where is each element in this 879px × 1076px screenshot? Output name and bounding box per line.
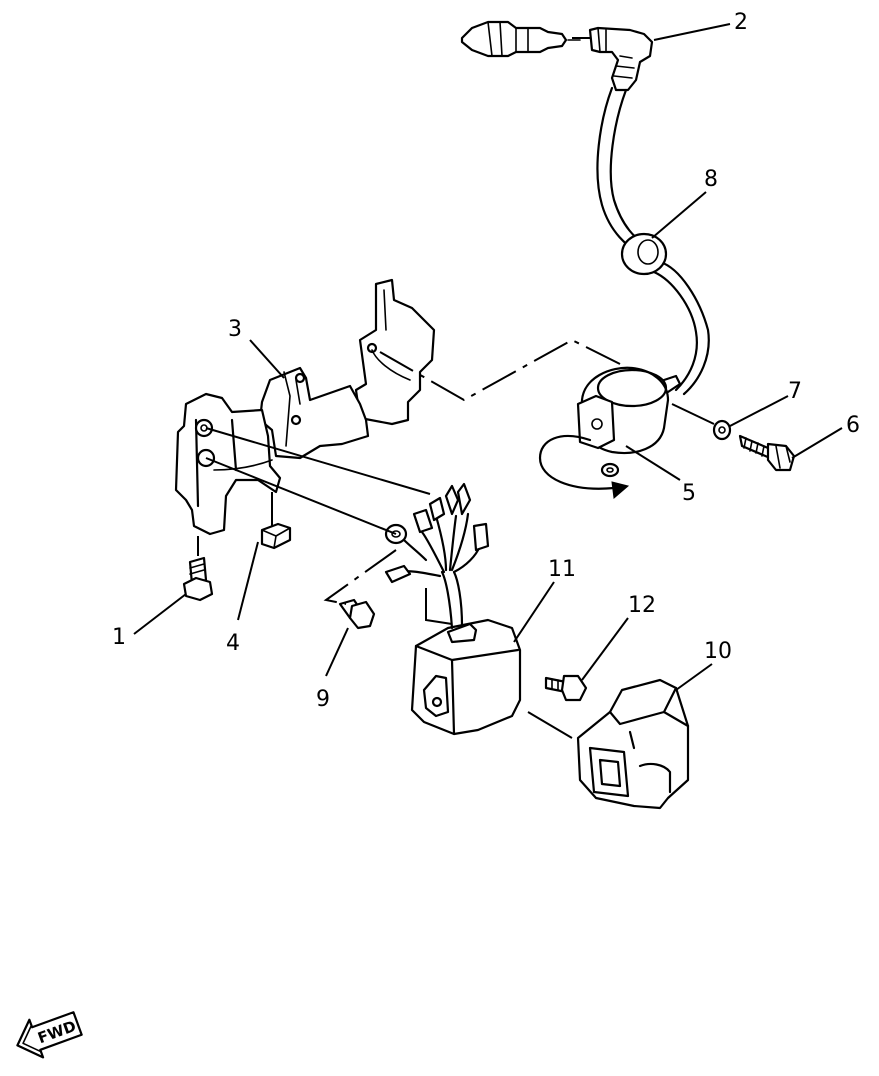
assembly-lines (197, 37, 715, 739)
callout-11: 11 (548, 557, 576, 582)
callout-9: 9 (316, 687, 330, 712)
cdi-unit (410, 618, 522, 736)
callout-1: 1 (112, 625, 126, 650)
callout-4: 4 (226, 631, 240, 656)
washer (712, 419, 732, 441)
callout-8: 8 (704, 167, 718, 192)
cdi-cover (576, 678, 690, 810)
screw-9 (338, 598, 376, 630)
clip (260, 522, 292, 550)
ignition-coil (538, 366, 682, 499)
spark-plug-cap (588, 26, 654, 92)
cdi-wires (384, 482, 490, 630)
screw-1 (182, 556, 214, 602)
callout-5: 5 (682, 481, 696, 506)
callout-6: 6 (846, 413, 860, 438)
spark-plug (460, 20, 581, 58)
fwd-direction-badge: FWD (16, 1011, 83, 1059)
screw-12 (544, 674, 588, 702)
callout-10: 10 (704, 639, 732, 664)
grommet (620, 232, 668, 276)
callout-numbers: 1 2 3 4 5 6 7 8 9 10 11 12 (112, 10, 860, 712)
callout-3: 3 (228, 317, 242, 342)
callout-7: 7 (788, 379, 802, 404)
callout-12: 12 (628, 593, 656, 618)
callout-leaders (133, 23, 843, 691)
callout-2: 2 (734, 10, 748, 35)
coil-bolt (738, 434, 796, 472)
mounting-bracket (174, 278, 436, 536)
